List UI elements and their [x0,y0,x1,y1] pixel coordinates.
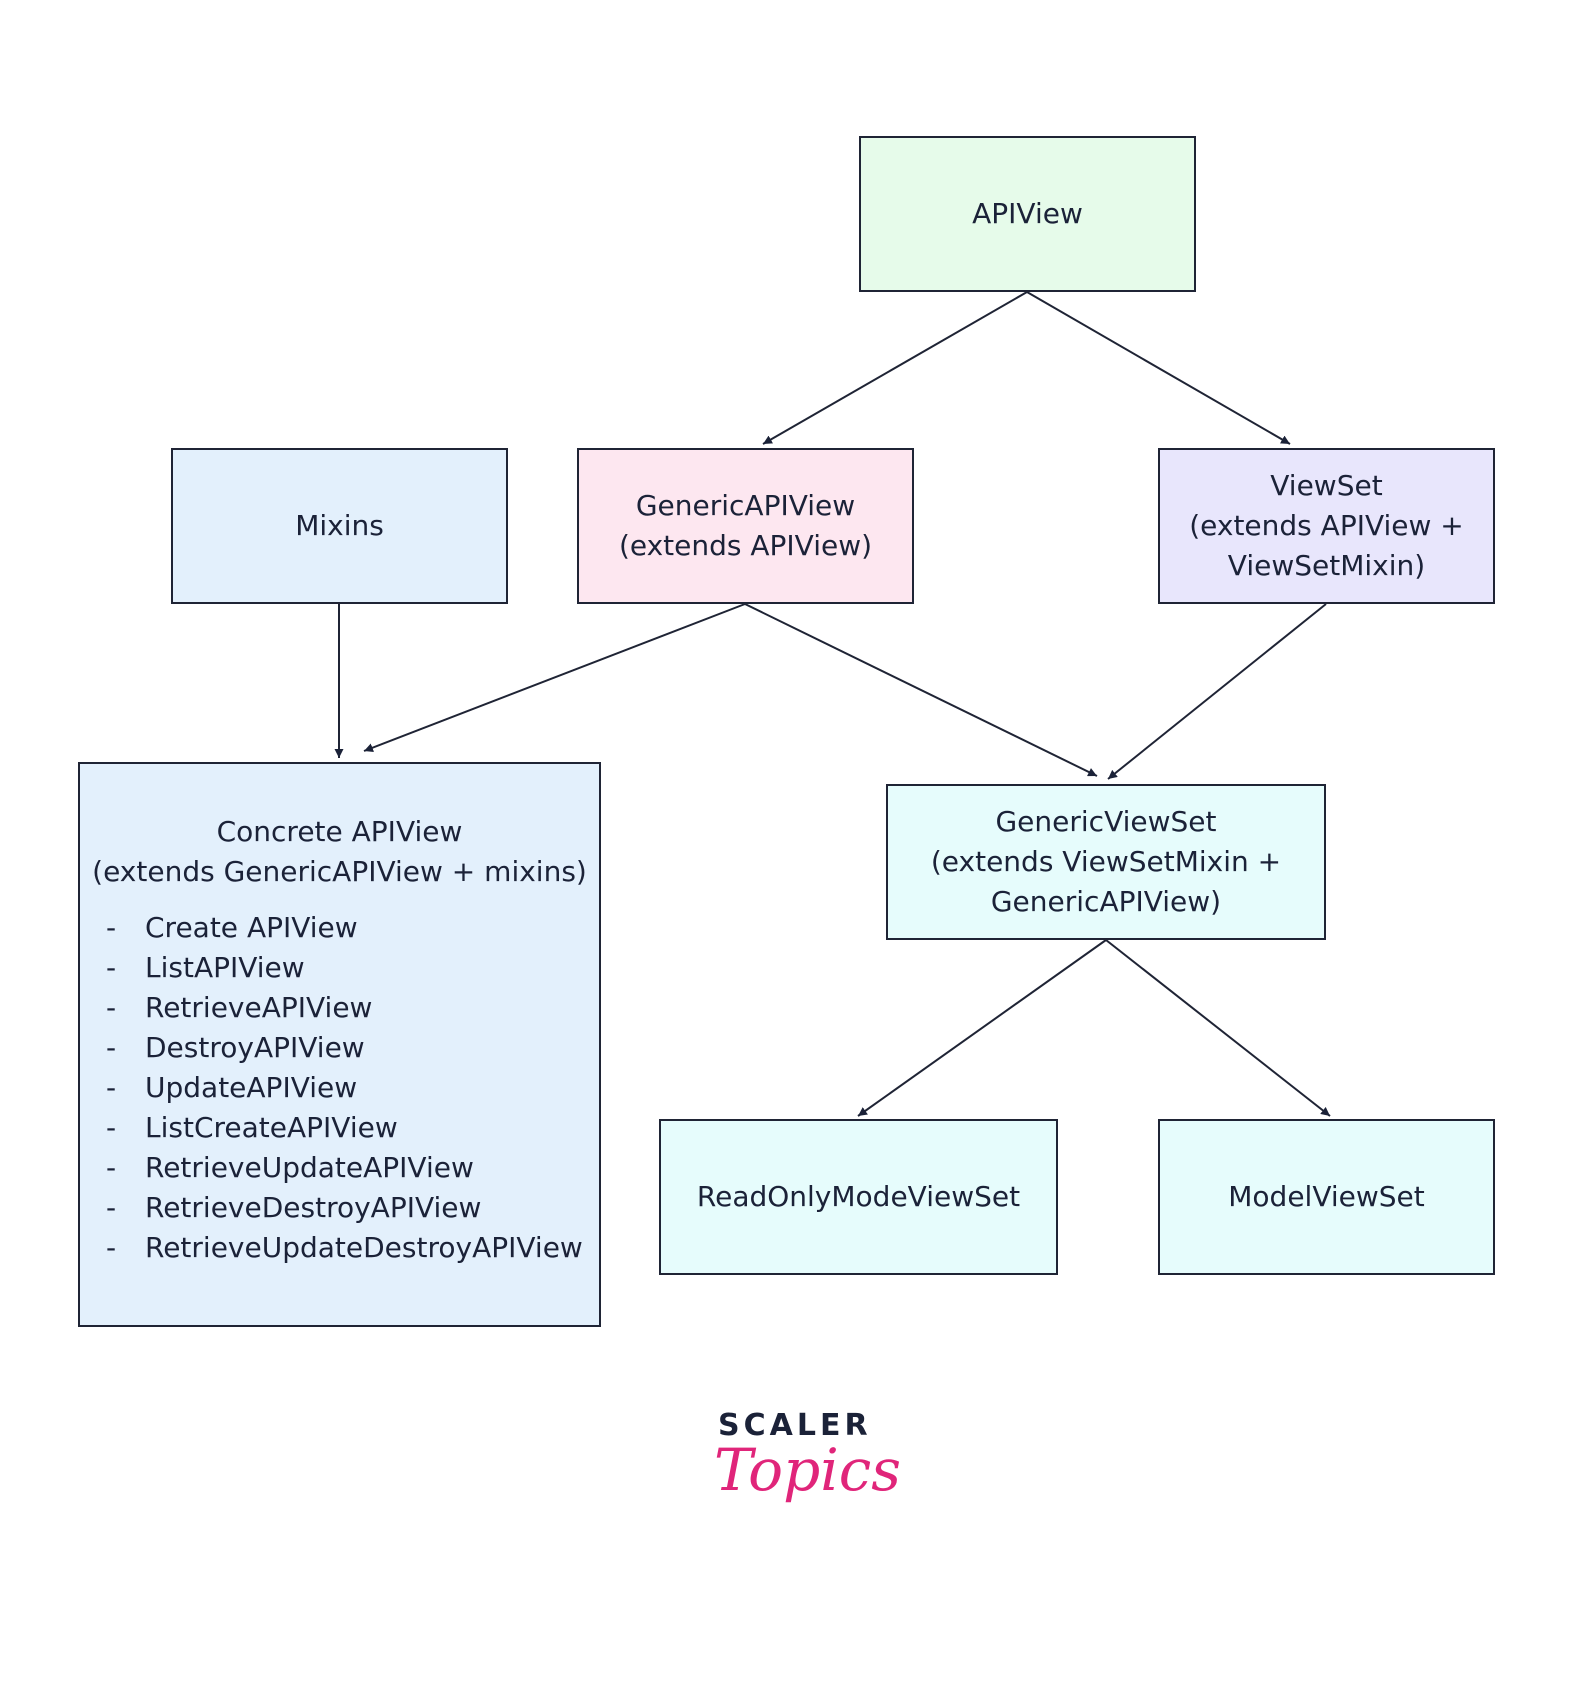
logo-topics-text: Topics [714,1436,902,1504]
concrete-apiview-item-label: ListAPIView [145,951,305,984]
concrete-apiview-item: -UpdateAPIView [106,1068,583,1108]
concrete-apiview-item-label: RetrieveUpdateAPIView [145,1151,474,1184]
edge-apiview-to-viewset [1026,291,1291,445]
readonlymodeviewset-node: ReadOnlyModeViewSet [659,1119,1058,1275]
concrete-apiview-node: Concrete APIView (extends GenericAPIView… [78,762,601,1327]
edge-genericapiview-to-genericviewset [744,603,1098,777]
concrete-apiview-item: -ListCreateAPIView [106,1108,583,1148]
viewset-label: ViewSet (extends APIView + ViewSetMixin) [1189,469,1464,582]
concrete-apiview-item: -DestroyAPIView [106,1028,583,1068]
list-dash-marker: - [106,1111,117,1144]
concrete-apiview-item: -RetrieveUpdateDestroyAPIView [106,1228,583,1268]
concrete-apiview-item-label: UpdateAPIView [145,1071,358,1104]
concrete-apiview-item-label: RetrieveDestroyAPIView [145,1191,482,1224]
concrete-apiview-item: -Create APIView [106,908,583,948]
list-dash-marker: - [106,1151,117,1184]
concrete-apiview-item-label: Create APIView [145,911,358,944]
concrete-apiview-item: -RetrieveUpdateAPIView [106,1148,583,1188]
concrete-apiview-item-label: ListCreateAPIView [145,1111,398,1144]
edge-genericviewset-to-readonly [857,939,1107,1117]
apiview-node: APIView [859,136,1196,292]
edge-apiview-to-genericapiview [762,291,1028,445]
concrete-apiview-item-label: DestroyAPIView [145,1031,365,1064]
genericviewset-label: GenericViewSet (extends ViewSetMixin + G… [930,805,1282,918]
edge-viewset-to-genericviewset [1107,603,1327,780]
edge-genericviewset-to-modelviewset [1105,939,1331,1117]
mixins-node: Mixins [171,448,508,604]
concrete-apiview-list: -Create APIView-ListAPIView-RetrieveAPIV… [106,908,583,1268]
concrete-apiview-item-label: RetrieveUpdateDestroyAPIView [145,1231,583,1264]
list-dash-marker: - [106,1231,117,1264]
edge-genericapiview-to-concrete [363,603,746,752]
concrete-apiview-item-label: RetrieveAPIView [145,991,373,1024]
modelviewset-node: ModelViewSet [1158,1119,1495,1275]
list-dash-marker: - [106,1031,117,1064]
list-dash-marker: - [106,911,117,944]
mixins-label: Mixins [295,509,384,542]
list-dash-marker: - [106,1071,117,1104]
concrete-apiview-item: -RetrieveAPIView [106,988,583,1028]
scaler-topics-logo: SCALER Topics [714,1408,901,1548]
genericapiview-label: GenericAPIView (extends APIView) [618,489,873,562]
list-dash-marker: - [106,1191,117,1224]
modelviewset-label: ModelViewSet [1228,1180,1425,1213]
readonlymodeviewset-label: ReadOnlyModeViewSet [696,1180,1021,1213]
list-dash-marker: - [106,991,117,1024]
concrete-apiview-item: -ListAPIView [106,948,583,988]
list-dash-marker: - [106,951,117,984]
viewset-node: ViewSet (extends APIView + ViewSetMixin) [1158,448,1495,604]
genericviewset-node: GenericViewSet (extends ViewSetMixin + G… [886,784,1326,940]
apiview-label: APIView [972,197,1083,230]
concrete-apiview-title: Concrete APIView (extends GenericAPIView… [92,815,587,888]
genericapiview-node: GenericAPIView (extends APIView) [577,448,914,604]
logo-scaler-text: SCALER [718,1408,872,1443]
concrete-apiview-item: -RetrieveDestroyAPIView [106,1188,583,1228]
